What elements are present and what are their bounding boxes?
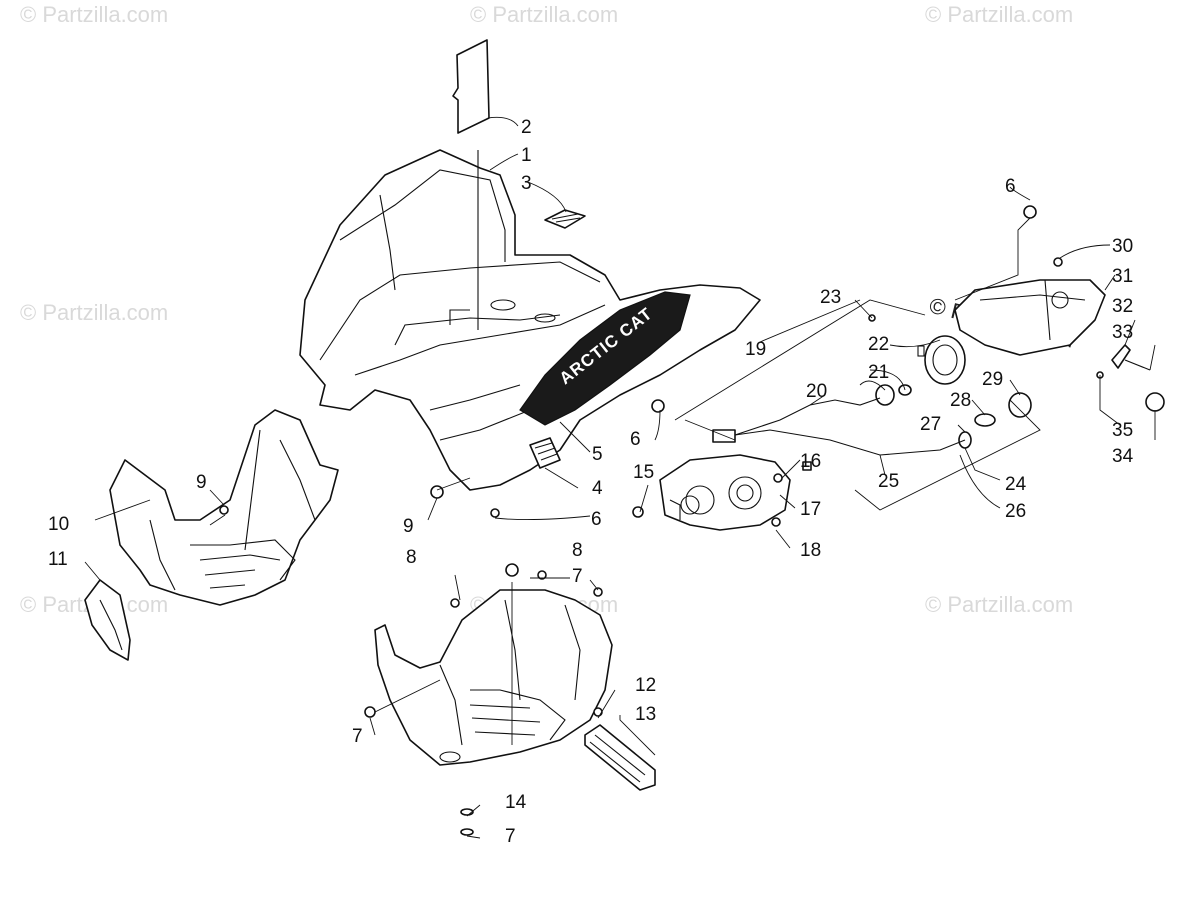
callout-22: 22 bbox=[868, 334, 889, 355]
callout-8: 8 bbox=[572, 540, 583, 561]
callout-28: 28 bbox=[950, 390, 971, 411]
callout-6: 6 bbox=[1005, 176, 1016, 197]
callout-6: 6 bbox=[630, 429, 641, 450]
callout-1: 1 bbox=[521, 145, 532, 166]
callout-29: 29 bbox=[982, 369, 1003, 390]
callout-6: 6 bbox=[591, 509, 602, 530]
watermark: © Partzilla.com bbox=[925, 2, 1073, 27]
callout-3: 3 bbox=[521, 173, 532, 194]
callout-5: 5 bbox=[592, 444, 603, 465]
callout-24: 24 bbox=[1005, 474, 1027, 495]
callout-25: 25 bbox=[878, 471, 899, 492]
callout-26: 26 bbox=[1005, 501, 1026, 522]
part-seal bbox=[452, 39, 490, 134]
callout-16: 16 bbox=[800, 451, 821, 472]
callout-20: 20 bbox=[806, 381, 827, 402]
part-rear-fender bbox=[299, 149, 761, 491]
callout-31: 31 bbox=[1112, 266, 1133, 287]
callout-23: 23 bbox=[820, 287, 841, 308]
part-bulb-ring bbox=[917, 335, 966, 385]
callout-8: 8 bbox=[406, 547, 417, 568]
watermark: © Partzilla.com bbox=[20, 300, 168, 325]
callout-9: 9 bbox=[403, 516, 414, 537]
part-rear-socket bbox=[958, 392, 1032, 449]
part-info-label bbox=[529, 437, 561, 469]
watermark: © Partzilla.com bbox=[20, 2, 168, 27]
part-warning-label bbox=[544, 209, 586, 229]
callout-9: 9 bbox=[196, 472, 207, 493]
callout-12: 12 bbox=[635, 675, 656, 696]
callout-13: 13 bbox=[635, 704, 656, 725]
callout-10: 10 bbox=[48, 514, 69, 535]
callout-14: 14 bbox=[505, 792, 527, 813]
part-headlight-housing bbox=[954, 279, 1106, 356]
callout-21: 21 bbox=[868, 362, 889, 383]
part-right-footwell bbox=[374, 589, 613, 766]
callout-4: 4 bbox=[592, 478, 603, 499]
callout-30: 30 bbox=[1112, 236, 1133, 257]
callout-32: 32 bbox=[1112, 296, 1133, 317]
leader-lines bbox=[84, 116, 1156, 839]
callout-33: 33 bbox=[1112, 322, 1133, 343]
callout-18: 18 bbox=[800, 540, 821, 561]
callout-numbers: 2 1 3 5 4 6 6 6 30 31 32 33 35 34 23 22 … bbox=[48, 117, 1134, 847]
watermark: © Partzilla.com bbox=[925, 592, 1073, 617]
part-heel-guard bbox=[84, 579, 131, 661]
watermark: © Partzilla.com bbox=[470, 2, 618, 27]
callout-27: 27 bbox=[920, 414, 941, 435]
callout-11: 11 bbox=[48, 549, 68, 570]
part-bulb-socket bbox=[875, 384, 912, 406]
callout-17: 17 bbox=[800, 499, 821, 520]
callout-7: 7 bbox=[352, 726, 363, 747]
part-foot-peg bbox=[584, 724, 656, 791]
callout-2: 2 bbox=[521, 117, 532, 138]
part-cap bbox=[1145, 392, 1165, 412]
callout-35: 35 bbox=[1112, 420, 1133, 441]
callout-34: 34 bbox=[1112, 446, 1134, 467]
part-mount-bracket bbox=[1111, 344, 1151, 371]
callout-7: 7 bbox=[505, 826, 516, 847]
callout-7: 7 bbox=[572, 566, 583, 587]
part-taillight bbox=[659, 454, 791, 531]
callout-19: 19 bbox=[745, 339, 766, 360]
callout-15: 15 bbox=[633, 462, 654, 483]
